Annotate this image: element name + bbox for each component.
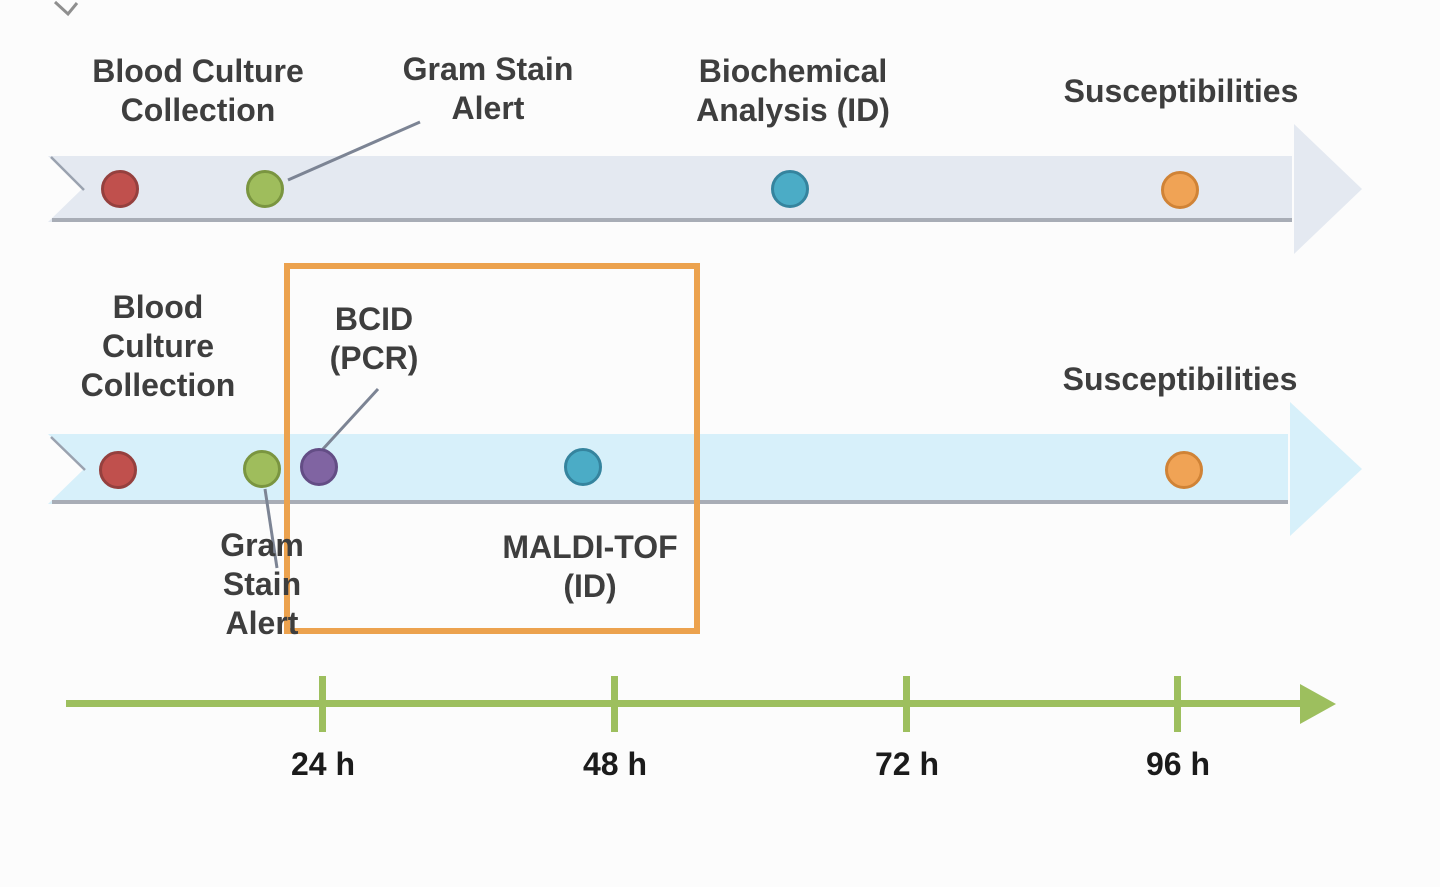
axis-tick-24h bbox=[319, 676, 326, 732]
axis-tick-48h bbox=[611, 676, 618, 732]
top-timeline-arrowhead-icon bbox=[1294, 124, 1362, 254]
dot-blood-culture-bottom bbox=[99, 451, 137, 489]
label-biochemical-analysis: Biochemical Analysis (ID) bbox=[696, 52, 890, 130]
dot-maldi-tof bbox=[564, 448, 602, 486]
leader-line-bcid bbox=[321, 387, 380, 451]
time-axis-arrowhead-icon bbox=[1300, 684, 1336, 724]
label-line: (PCR) bbox=[329, 340, 419, 376]
label-line: Stain bbox=[222, 566, 302, 602]
label-bcid-pcr: BCID (PCR) bbox=[330, 300, 419, 378]
label-line: Alert bbox=[225, 605, 299, 641]
dot-bcid-pcr bbox=[300, 448, 338, 486]
time-axis-line bbox=[66, 700, 1302, 707]
label-line: Susceptibilities bbox=[1062, 361, 1298, 397]
leader-line-gram-stain-top bbox=[287, 120, 421, 182]
bottom-timeline-baseline bbox=[52, 500, 1288, 504]
label-line: Blood bbox=[112, 289, 204, 325]
label-line: Culture bbox=[101, 328, 214, 364]
label-line: Collection bbox=[120, 92, 276, 128]
label-line: Analysis (ID) bbox=[696, 92, 890, 128]
label-line: BCID bbox=[334, 301, 414, 337]
dot-blood-culture-top bbox=[101, 170, 139, 208]
label-line: Gram bbox=[220, 527, 304, 563]
dot-gram-stain-bottom bbox=[243, 450, 281, 488]
label-blood-culture-collection-top: Blood Culture Collection bbox=[92, 52, 304, 130]
label-line: Alert bbox=[451, 90, 525, 126]
axis-label-24h: 24 h bbox=[290, 746, 356, 782]
label-gram-stain-alert-top: Gram Stain Alert bbox=[403, 50, 574, 128]
dot-biochemical-analysis bbox=[771, 170, 809, 208]
axis-label-96h: 96 h bbox=[1145, 746, 1211, 782]
edge-artifact-mark bbox=[53, 0, 79, 17]
label-line: Susceptibilities bbox=[1063, 73, 1299, 109]
band-notch-edge-top bbox=[50, 156, 85, 191]
label-maldi-tof-id: MALDI-TOF (ID) bbox=[502, 528, 677, 606]
dot-gram-stain-top bbox=[246, 170, 284, 208]
axis-label-48h: 48 h bbox=[582, 746, 648, 782]
axis-tick-96h bbox=[1174, 676, 1181, 732]
label-line: Biochemical bbox=[698, 53, 888, 89]
top-timeline-baseline bbox=[52, 218, 1292, 222]
leader-line-gram-stain-bottom bbox=[263, 488, 279, 569]
label-line: MALDI-TOF bbox=[502, 529, 678, 565]
label-blood-culture-collection-bottom: Blood Culture Collection bbox=[81, 288, 236, 405]
label-susceptibilities-top: Susceptibilities bbox=[1064, 72, 1299, 111]
label-line: (ID) bbox=[563, 568, 617, 604]
axis-label-72h: 72 h bbox=[874, 746, 940, 782]
dot-susceptibilities-top bbox=[1161, 171, 1199, 209]
band-notch-edge-bottom bbox=[50, 436, 86, 471]
label-line: Gram Stain bbox=[402, 51, 574, 87]
dot-susceptibilities-bottom bbox=[1165, 451, 1203, 489]
label-susceptibilities-bottom: Susceptibilities bbox=[1063, 360, 1298, 399]
rapid-diagnostics-highlight-box bbox=[284, 263, 700, 634]
bottom-timeline-arrowhead-icon bbox=[1290, 402, 1362, 536]
label-line: Blood Culture bbox=[92, 53, 304, 89]
label-line: Collection bbox=[80, 367, 236, 403]
label-gram-stain-alert-bottom: Gram Stain Alert bbox=[220, 526, 304, 643]
axis-tick-72h bbox=[903, 676, 910, 732]
